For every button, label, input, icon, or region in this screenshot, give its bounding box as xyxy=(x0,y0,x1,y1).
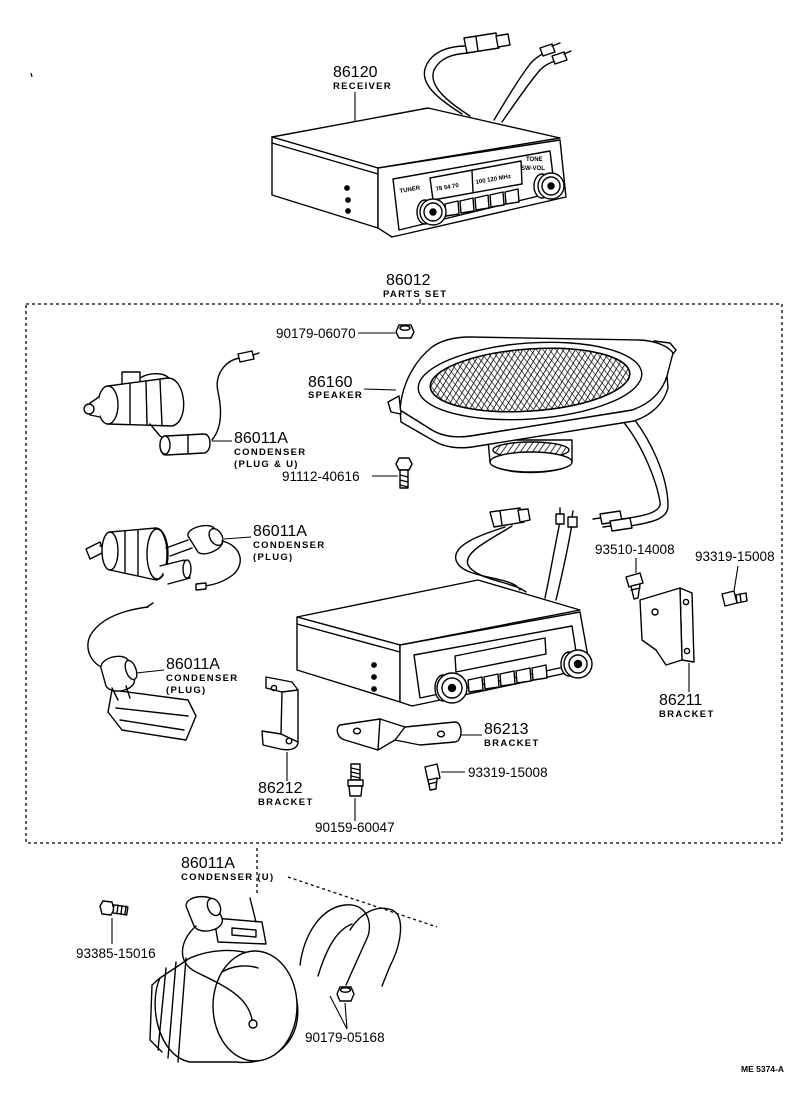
receiver-part-name: RECEIVER xyxy=(333,81,392,92)
condenser-u-part-number: 86011A xyxy=(181,855,235,872)
condenser-plug-b-part-number: 86011A xyxy=(166,656,220,673)
condenser-plug-a-drawing xyxy=(85,524,241,591)
bolt-bracket-right-part-number: 93319-15008 xyxy=(695,549,775,564)
condenser-plug-a-part-name: CONDENSER xyxy=(253,540,325,551)
bracket-right-part-number: 86211 xyxy=(659,692,702,709)
speaker-part-name: SPEAKER xyxy=(308,390,363,401)
receiver-face-sw-vol: SW-VOL xyxy=(521,166,545,172)
screw-speaker-part-number: 91112-40616 xyxy=(282,469,360,484)
receiver-drawing xyxy=(271,32,572,238)
nut-alternator-drawing xyxy=(336,986,355,1002)
label-condenser-u: 86011A CONDENSER (U) xyxy=(181,855,274,883)
condenser-u-drawing xyxy=(181,895,267,1029)
condenser-plug-b-drawing xyxy=(87,602,197,741)
diagram-code: ME 5374-A xyxy=(741,1064,784,1074)
label-parts-set: 86012 PARTS SET xyxy=(383,272,447,304)
label-bolt-left: 90159-60047 xyxy=(315,798,395,835)
label-bracket-right: 86211 BRACKET xyxy=(659,663,715,720)
bolt-bracket-right-drawing xyxy=(721,590,748,607)
receiver-part-number: 86120 xyxy=(333,64,378,81)
nut-speaker-drawing xyxy=(395,324,415,339)
bracket-center-part-number: 86213 xyxy=(484,721,529,738)
condenser-plug-u-part-number: 86011A xyxy=(234,430,288,447)
label-condenser-plug-a: 86011A CONDENSER (PLUG) xyxy=(223,523,325,563)
condenser-plug-b-note: (PLUG) xyxy=(166,685,207,696)
bolt-alternator-part-number: 93385-15016 xyxy=(76,946,156,961)
screw-bracket-right-drawing xyxy=(625,572,644,600)
bracket-left-part-number: 86212 xyxy=(258,780,303,797)
bolt-center-drawing xyxy=(424,763,441,791)
screw-speaker-drawing xyxy=(395,457,413,489)
bracket-right-part-name: BRACKET xyxy=(659,709,715,720)
nut-alternator-part-number: 90179-05168 xyxy=(305,1030,385,1045)
bracket-left-part-name: BRACKET xyxy=(258,797,314,808)
bracket-left-drawing xyxy=(261,676,299,751)
screw-bracket-right-part-number: 93510-14008 xyxy=(595,542,675,557)
label-bolt-alternator: 93385-15016 xyxy=(76,918,156,961)
bolt-left-part-number: 90159-60047 xyxy=(315,820,395,835)
parts-set-part-number: 86012 xyxy=(386,272,431,289)
condenser-plug-u-drawing xyxy=(83,350,260,456)
bolt-center-part-number: 93319-15008 xyxy=(468,765,548,780)
condenser-plug-b-part-name: CONDENSER xyxy=(166,673,238,684)
label-bolt-center: 93319-15008 xyxy=(441,765,548,780)
label-condenser-plug-u: 86011A CONDENSER (PLUG & U) xyxy=(212,430,306,470)
condenser-plug-a-note: (PLUG) xyxy=(253,552,294,563)
label-bracket-left: 86212 BRACKET xyxy=(258,752,314,808)
bracket-center-part-name: BRACKET xyxy=(484,738,540,749)
mounting-tube-drawing xyxy=(299,904,402,987)
label-screw-bracket-right: 93510-14008 xyxy=(595,542,675,573)
condenser-plug-u-part-name: CONDENSER xyxy=(234,447,306,458)
condenser-u-guide-diagonal xyxy=(287,876,438,928)
alternator-drawing xyxy=(149,949,299,1064)
receiver-face-tone: TONE xyxy=(526,157,543,163)
receiver-face-tuner: TUNER xyxy=(399,185,421,195)
parts-set-part-name: PARTS SET xyxy=(383,289,447,300)
condenser-plug-u-note: (PLUG & U) xyxy=(234,459,299,470)
bolt-left-drawing xyxy=(347,763,364,797)
corner-mark xyxy=(30,72,33,78)
speaker-drawing xyxy=(387,336,677,532)
parts-set-boundary xyxy=(25,303,783,844)
label-receiver: 86120 RECEIVER xyxy=(333,64,392,122)
condenser-u-part-name: CONDENSER (U) xyxy=(181,872,274,883)
bracket-center-drawing xyxy=(336,718,462,751)
condenser-plug-a-part-number: 86011A xyxy=(253,523,307,540)
label-bracket-center: 86213 BRACKET xyxy=(461,721,540,749)
label-nut-alternator: 90179-05168 xyxy=(305,995,385,1045)
nut-speaker-part-number: 90179-06070 xyxy=(276,326,356,341)
bracket-right-drawing xyxy=(639,587,695,666)
bolt-alternator-drawing xyxy=(99,900,129,916)
label-condenser-plug-b: 86011A CONDENSER (PLUG) xyxy=(135,656,238,696)
label-speaker: 86160 SPEAKER xyxy=(308,374,397,401)
label-screw-speaker: 91112-40616 xyxy=(282,469,398,484)
receiver-set-drawing xyxy=(296,507,593,707)
receiver-face-dial-upper: 78 54 70 xyxy=(435,183,460,193)
label-nut-speaker: 90179-06070 xyxy=(276,326,395,341)
speaker-part-number: 86160 xyxy=(308,374,353,391)
label-bolt-bracket-right: 93319-15008 xyxy=(695,549,775,592)
